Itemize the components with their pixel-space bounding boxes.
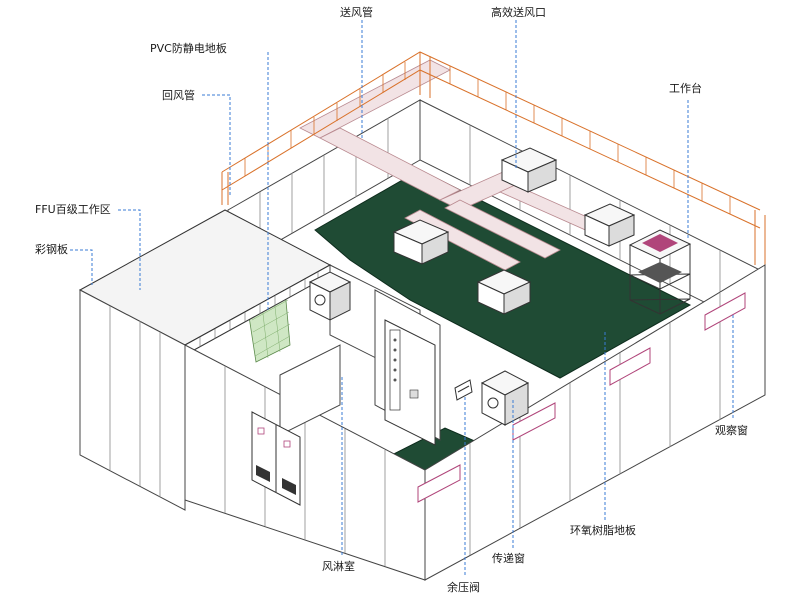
label-observation-window: 观察窗 <box>715 423 748 437</box>
return-duct <box>221 51 766 265</box>
double-door <box>251 411 301 506</box>
observation-window-3 <box>609 347 651 386</box>
label-hepa-outlet: 高效送风口 <box>491 5 546 19</box>
label-return-duct: 回风管 <box>162 88 195 102</box>
observation-window-4 <box>704 292 746 331</box>
label-steel-panel: 彩钢板 <box>35 242 68 256</box>
leader-lines <box>70 20 734 575</box>
pressure-relief-valve <box>454 379 473 401</box>
hepa-outlet-1 <box>500 147 558 193</box>
hepa-outlet-4 <box>583 203 636 247</box>
labels: 送风管 高效送风口 PVC防静电地板 回风管 工作台 FFU百级工作区 彩钢板 … <box>35 5 748 594</box>
workbench <box>628 229 692 315</box>
label-supply-duct: 送风管 <box>340 5 373 19</box>
left-front-wall <box>79 289 186 511</box>
pass-box-1 <box>308 271 352 321</box>
label-air-shower: 风淋室 <box>322 559 355 573</box>
right-front-wall <box>424 264 766 581</box>
label-epoxy-floor: 环氧树脂地板 <box>570 523 636 537</box>
observation-window-2 <box>417 464 461 503</box>
label-pass-box: 传递窗 <box>492 551 525 565</box>
air-shower <box>384 319 436 446</box>
front-walls <box>79 264 766 581</box>
hepa-outlet-3 <box>476 269 532 315</box>
label-ffu-zone: FFU百级工作区 <box>35 203 111 216</box>
label-workbench: 工作台 <box>669 81 702 95</box>
pass-box-2 <box>480 370 530 426</box>
label-pressure-valve: 余压阀 <box>447 580 480 594</box>
hepa-outlet-2 <box>392 219 450 265</box>
label-pvc-floor: PVC防静电地板 <box>150 41 227 55</box>
